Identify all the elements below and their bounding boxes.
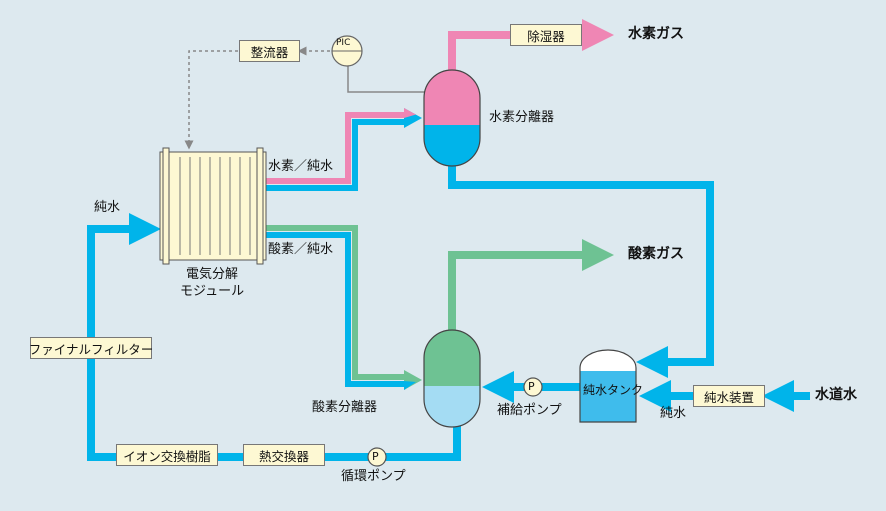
pic-label: PIC [336, 38, 351, 48]
hydrogen-mixed-arrow-top [404, 108, 416, 118]
pure-water-device-box: 純水装置 [693, 385, 765, 407]
module-label-line1: 電気分解 [186, 267, 239, 282]
rectifier-to-module-signal [184, 50, 238, 150]
oxygen-separator-label: 酸素分離器 [312, 400, 378, 415]
hydrogen-mixed-pipe-pink [263, 112, 405, 184]
pure-water-tank-vessel [579, 349, 637, 423]
makeup-pump-symbol [523, 377, 543, 397]
hydrogen-separator-drain-pipe [448, 165, 714, 378]
pure-water-inlet-label: 純水 [94, 200, 121, 215]
oxygen-mixed-pipe-blue [263, 232, 405, 387]
final-filter-box: ファイナルフィルター [29, 337, 153, 359]
pic-instrument [331, 35, 363, 67]
pure-water-tank-inlet-label: 純水 [660, 406, 687, 421]
hydrogen-mixed-pipe-blue [263, 119, 405, 191]
circulation-pump-symbol [367, 447, 387, 467]
module-label-line2: モジュール [180, 284, 245, 299]
water-return-pipe [87, 213, 461, 461]
oxygen-gas-label: 酸素ガス [628, 246, 684, 262]
hydrogen-gas-label: 水素ガス [628, 26, 684, 42]
rectifier-box: 整流器 [239, 40, 300, 62]
circulation-pump-p: P [372, 450, 379, 463]
electrolysis-module [159, 147, 267, 265]
pic-sensor-line [347, 66, 425, 93]
hydrogen-separator-label: 水素分離器 [489, 110, 555, 125]
oxygen-gas-pipe [448, 239, 614, 332]
tap-water-label: 水道水 [815, 387, 857, 403]
circulation-pump-label: 循環ポンプ [341, 469, 406, 484]
hydrogen-separator-vessel [423, 69, 481, 167]
pure-water-tank-label: 純水タンク [583, 383, 644, 397]
ion-exchange-resin-box: イオン交換樹脂 [116, 444, 218, 466]
oxygen-mixed-pipe-green [263, 225, 405, 380]
dehumidifier-box: 除湿器 [510, 24, 582, 46]
hydrogen-pure-water-label: 水素／純水 [268, 159, 334, 174]
makeup-pump-label: 補給ポンプ [497, 403, 562, 418]
heat-exchanger-box: 熱交換器 [243, 444, 325, 466]
oxygen-separator-vessel [423, 329, 481, 428]
oxygen-mixed-arrow-bottom [404, 381, 416, 390]
makeup-pump-p: P [528, 380, 535, 393]
oxygen-pure-water-label: 酸素／純水 [268, 242, 334, 257]
